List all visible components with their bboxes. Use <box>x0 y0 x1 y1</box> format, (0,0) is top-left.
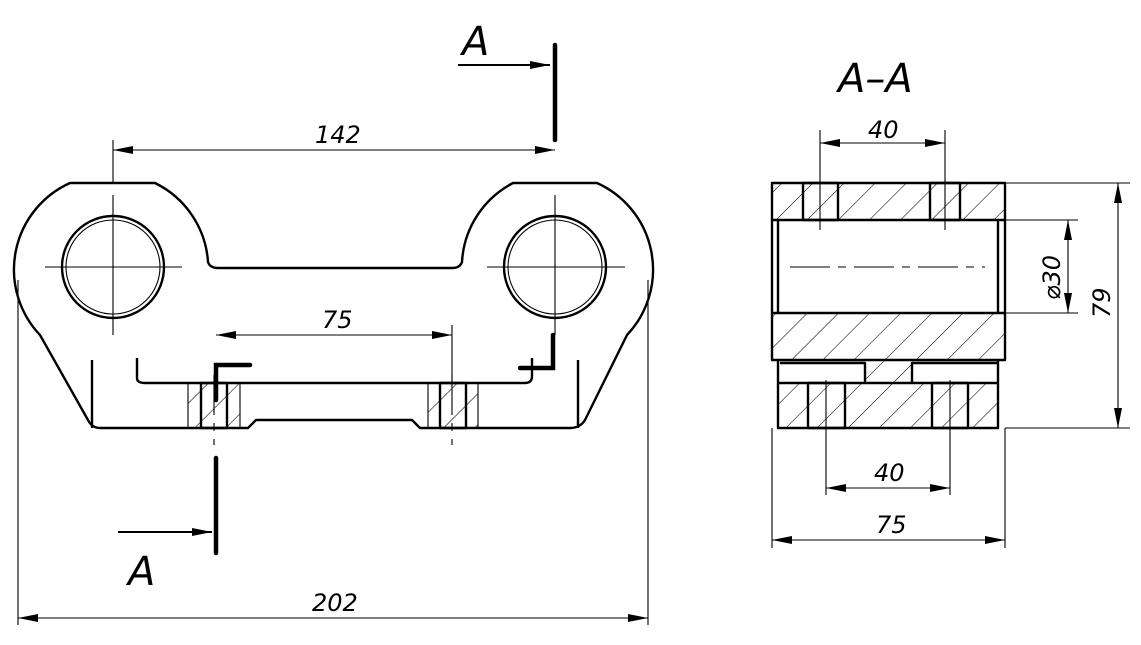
dim-75-section: 75 <box>876 511 907 539</box>
section-view <box>770 130 1130 548</box>
dim-202: 202 <box>312 589 358 617</box>
main-dimensions <box>17 140 649 625</box>
section-title: A–A <box>835 56 913 102</box>
dim-75-main: 75 <box>322 306 353 334</box>
dim-142: 142 <box>315 121 361 149</box>
section-label-top: A <box>459 19 489 65</box>
dim-40-top: 40 <box>868 116 899 144</box>
dim-79: 79 <box>1088 287 1116 318</box>
section-cut-marks <box>118 42 558 556</box>
dim-diameter-30: ⌀30 <box>1038 255 1066 300</box>
dim-40-bottom: 40 <box>874 459 905 487</box>
section-label-bottom: A <box>125 549 155 595</box>
front-view <box>12 181 655 445</box>
